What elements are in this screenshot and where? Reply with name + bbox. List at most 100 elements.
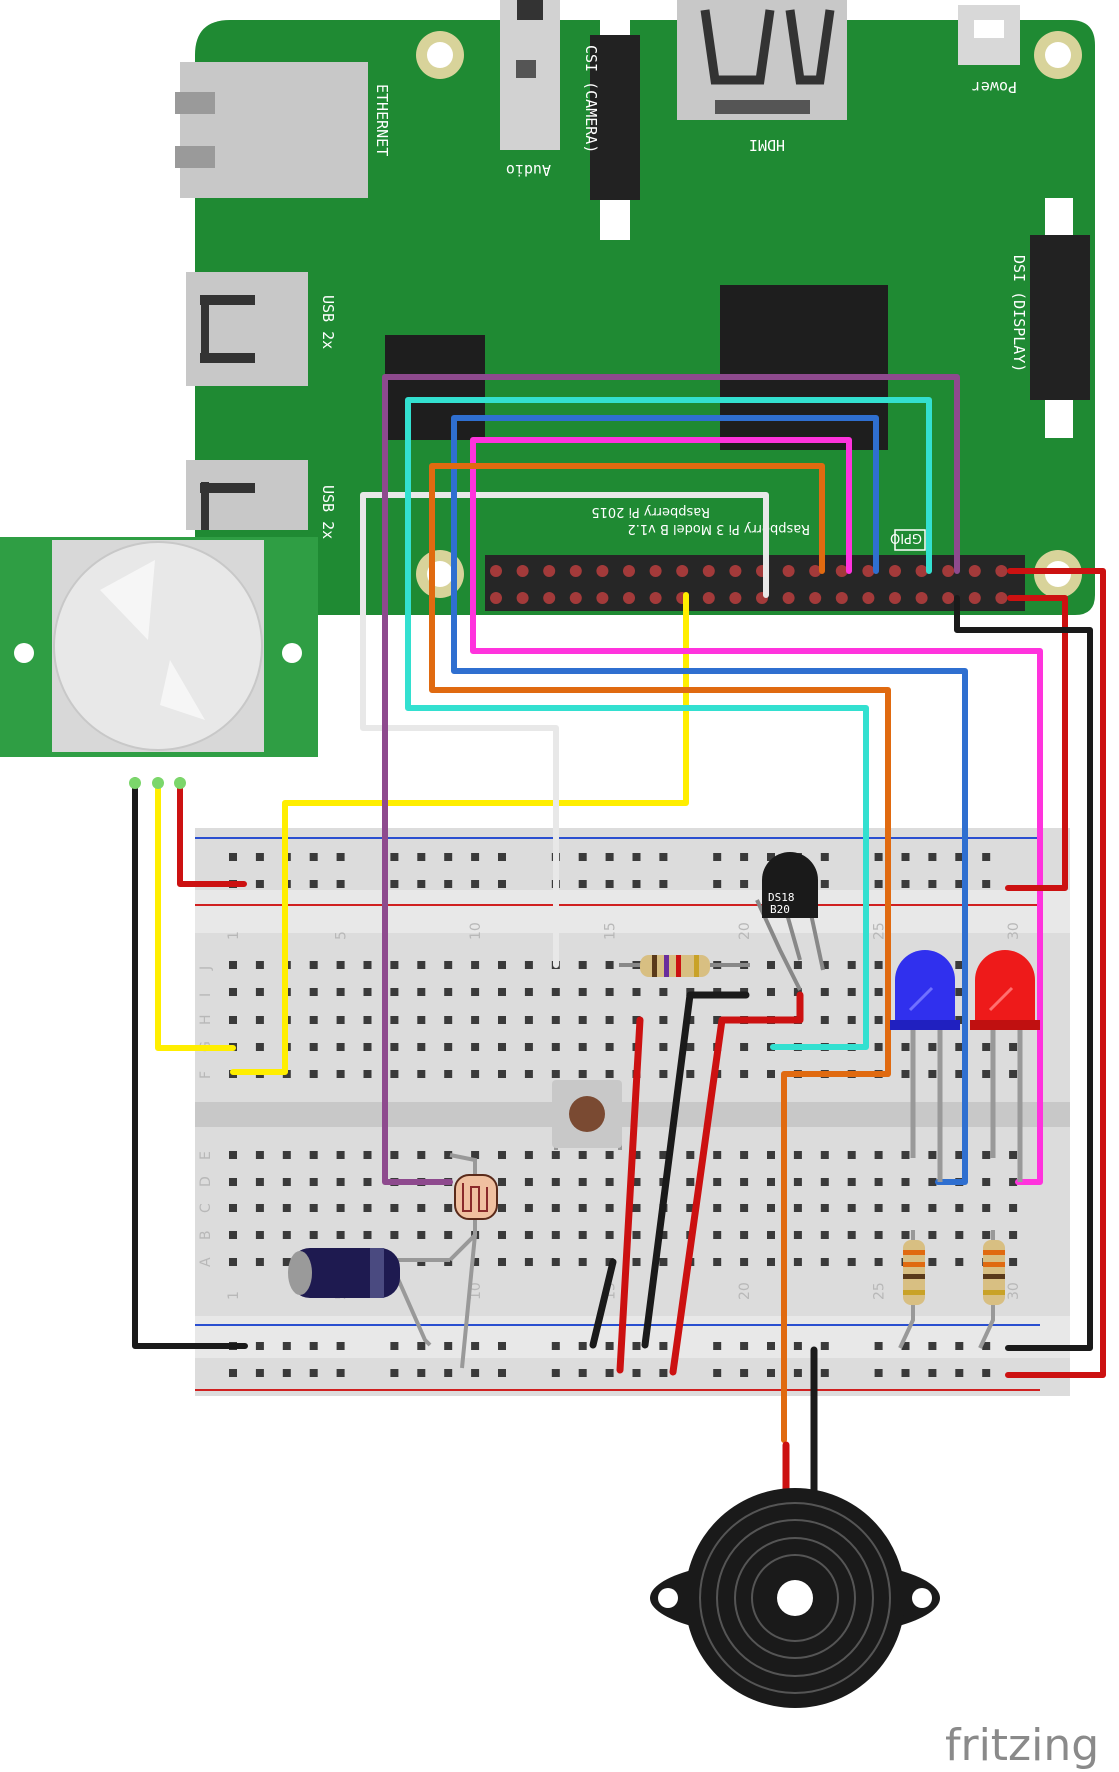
breadboard-hole [955, 1231, 964, 1239]
wire-magenta [470, 437, 1043, 1185]
rail-hole [444, 1342, 453, 1350]
breadboard-hole [498, 1204, 506, 1212]
rail-hole [820, 880, 829, 888]
breadboard-hole [1009, 1178, 1018, 1186]
rail-hole [982, 1342, 991, 1350]
breadboard-hole [498, 1070, 506, 1078]
breadboard-hole [471, 1151, 480, 1159]
wire-white [360, 492, 769, 968]
breadboard-hole [928, 1070, 937, 1078]
breadboard-hole [713, 1231, 722, 1239]
rail-hole [282, 1342, 291, 1350]
wire-red-pir [177, 777, 247, 887]
breadboard-hole [793, 1204, 802, 1212]
breadboard-hole [901, 1151, 910, 1159]
breadboard-hole [847, 961, 856, 969]
breadboard-hole [498, 1151, 506, 1159]
breadboard-hole [874, 1016, 883, 1024]
breadboard-hole [309, 1043, 318, 1051]
rail-hole [605, 853, 614, 861]
breadboard-hole [578, 961, 587, 969]
breadboard-hole [524, 1204, 533, 1212]
hdmi-label: HDMI [749, 136, 785, 154]
breadboard-hole [363, 1016, 372, 1024]
rail-hole [390, 1342, 399, 1350]
breadboard-hole [444, 1231, 453, 1239]
breadboard-hole [955, 1043, 964, 1051]
mounting-hole [1034, 31, 1082, 79]
breadboard-hole [229, 1016, 237, 1024]
rail-hole [417, 1369, 426, 1377]
row-letter: C [198, 1203, 214, 1213]
gpio-pin [543, 592, 556, 604]
rail-hole [336, 1342, 345, 1350]
breadboard-hole [229, 1178, 237, 1186]
breadboard-hole [417, 1043, 426, 1051]
rail-hole [820, 1369, 829, 1377]
breadboard-hole [820, 1258, 829, 1266]
rail-hole [793, 1342, 802, 1350]
rail-hole [309, 880, 318, 888]
gpio-pin [942, 565, 955, 577]
rail-hole [578, 880, 587, 888]
gpio-pin [516, 565, 529, 577]
gpio-pin [729, 565, 742, 577]
jumper-red [616, 1016, 644, 1374]
wires [132, 374, 1106, 1499]
model-label-2: Raspberry Pi 2015 [591, 504, 710, 519]
breadboard-hole [255, 1016, 264, 1024]
breadboard-hole [417, 1231, 426, 1239]
breadboard-hole [578, 1204, 587, 1212]
breadboard-hole [632, 988, 641, 996]
breadboard-hole [901, 1043, 910, 1051]
gpio-pin [596, 565, 609, 577]
gpio-pin [809, 592, 822, 604]
jumper-red [669, 991, 804, 1376]
usb-bottom-label: USB 2x [319, 485, 337, 539]
breadboard-hole [336, 1070, 345, 1078]
temperature-sensor: DS18 B20 [755, 852, 825, 991]
rail-hole [767, 853, 775, 861]
row-letter: I [198, 993, 214, 997]
breadboard-hole [632, 1258, 641, 1266]
gpio-pin [995, 592, 1008, 604]
breadboard-hole [363, 1178, 372, 1186]
usb-port-top [186, 272, 308, 386]
rail-hole [659, 880, 668, 888]
gpio-pin [623, 565, 635, 577]
rail-hole [982, 880, 991, 888]
gpio-pin [490, 565, 502, 577]
breadboard-hole [820, 1178, 829, 1186]
breadboard-hole [471, 1016, 480, 1024]
breadboard-hole [229, 1231, 237, 1239]
breadboard-hole [686, 1151, 695, 1159]
rail-hole [417, 853, 426, 861]
push-button [552, 1080, 622, 1150]
rail-hole [578, 1342, 587, 1350]
breadboard-hole [229, 988, 237, 996]
rail-hole [578, 1369, 587, 1377]
breadboard-hole [928, 1178, 937, 1186]
dsi-label: DSI (DISPLAY) [1010, 255, 1028, 372]
breadboard-hole [444, 961, 453, 969]
breadboard-hole [255, 1204, 264, 1212]
breadboard-hole [524, 961, 533, 969]
breadboard-hole [578, 1151, 587, 1159]
rail-hole [659, 1369, 668, 1377]
breadboard-hole [390, 1204, 399, 1212]
gpio-pin [968, 592, 981, 604]
gpio-pin [889, 565, 901, 577]
wire-red-5v [1005, 568, 1106, 1378]
breadboard-hole [1009, 1043, 1018, 1051]
wire-orange [429, 463, 891, 1443]
breadboard-hole [255, 1043, 264, 1051]
rail-hole [928, 1369, 937, 1377]
breadboard-hole [632, 1231, 641, 1239]
rail-hole [982, 1369, 991, 1377]
breadboard-hole [309, 1016, 318, 1024]
rail-hole [955, 853, 964, 861]
breadboard-hole [417, 1070, 426, 1078]
gpio-label: GPIO [890, 530, 922, 545]
breadboard-hole [740, 1151, 749, 1159]
rail-hole [309, 1342, 318, 1350]
